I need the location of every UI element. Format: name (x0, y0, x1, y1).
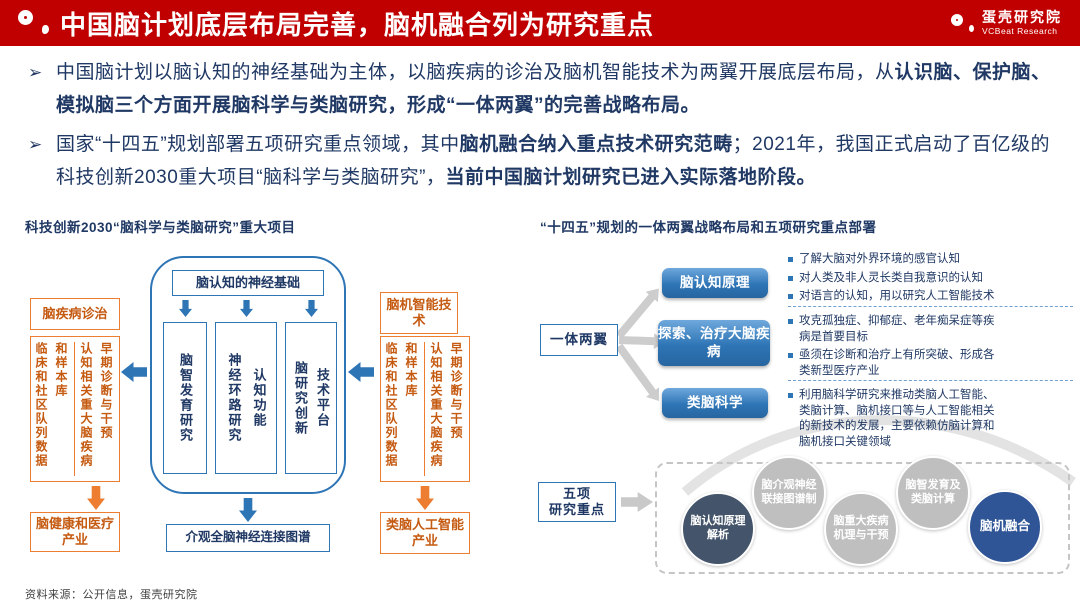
point-text: 对语言的认知，用以研究人工智能技术 (799, 290, 995, 303)
bullet-2-text: 国家“十四五”规划部署五项研究重点领域，其中脑机融合纳入重点技术研究范畴；202… (56, 128, 1054, 194)
page-title: 中国脑计划底层布局完善，脑机融合列为研究重点 (60, 9, 655, 40)
bullet-2-normal-2: ；2021年，我国正式启动了百亿级的科技创新2030重大项目“脑科学与类脑研究”… (56, 134, 1050, 188)
square-bullet-icon (788, 319, 793, 324)
brand-dot-shape (969, 24, 974, 32)
logo-ring-shape (18, 10, 33, 25)
point-item: 亟须在诊断和治疗上有所突破、形成各类新型医疗产业 (788, 348, 1075, 379)
square-bullet-icon (788, 275, 793, 281)
point-text: 对人类及非人灵长类自我意识的认知 (799, 271, 983, 284)
point-text: 了解大脑对外界环境的感官认知 (799, 253, 960, 265)
point-text: 亟须在诊断和治疗上有所突破、形成各类新型医疗产业 (799, 349, 995, 377)
bullet-2: ➢ 国家“十四五”规划部署五项研究重点领域，其中脑机融合纳入重点技术研究范畴；2… (28, 128, 1054, 194)
brain-cognition-button: 脑认知原理 (662, 268, 768, 298)
bullet-1: ➢ 中国脑计划以脑认知的神经基础为主体，以脑疾病的诊治及脑机智能技术为两翼开展底… (28, 56, 1054, 122)
left-diagram-title: 科技创新2030“脑科学与类脑研究”重大项目 (25, 220, 296, 235)
source-note: 资料来源：公开信息，蛋壳研究院 (25, 589, 198, 601)
point-item: 对语言的认知，用以研究人工智能技术 (788, 289, 1075, 305)
neural-basis-box: 脑认知的神经基础 (172, 270, 324, 296)
dashed-divider (788, 380, 1073, 381)
connector-arrow-icon (618, 336, 656, 346)
brand-text: 蛋壳研究院 VCBeat Research (982, 9, 1062, 36)
brand-block: 蛋壳研究院 VCBeat Research (950, 9, 1062, 36)
down-arrow-icon (239, 498, 257, 522)
logo-dot-shape (42, 25, 49, 34)
bullet-arrow-icon: ➢ (28, 63, 43, 82)
brand-subtitle: VCBeat Research (982, 25, 1058, 36)
right-cohort-box: 临床和社区队列数据和样本库 认知相关重大脑疾病早期诊断与干预 (380, 336, 470, 482)
innovation-platform-label: 脑研究创新技术平台 (293, 360, 330, 436)
brand-ring-shape (951, 13, 963, 26)
brain-development-box: 脑智发育研究 (163, 322, 207, 474)
point-text: 利用脑科学研究来推动类脑人工智能、类脑计算、脑机接口等与人工智能相关的新技术的发… (799, 389, 995, 448)
vcbeat-logo-icon (18, 8, 49, 38)
right-diagram-canvas: 一体两翼 脑认知原理 探索、治疗大脑疾病 类脑科学 了解大脑对外界环境的感官认知… (535, 240, 1080, 580)
five-priorities-frame (655, 462, 1070, 574)
down-arrow-icon (416, 486, 434, 510)
brain-health-industry-box: 脑健康和医疗产业 (30, 512, 120, 552)
brain-like-science-button: 类脑科学 (662, 388, 768, 418)
one-body-two-wings-box: 一体两翼 (540, 324, 618, 356)
brain-development-label: 脑智发育研究 (178, 353, 193, 443)
bullet-1-normal: 中国脑计划以脑认知的神经基础为主体，以脑疾病的诊治及脑机智能技术为两翼开展底层布… (56, 62, 895, 83)
priority-circle-disease: 脑重大疾病机理与干预 (824, 492, 898, 566)
five-priorities-box: 五项 研究重点 (538, 482, 616, 522)
brain-machine-tech-box: 脑机智能技术 (380, 292, 458, 334)
key-points: ➢ 中国脑计划以脑认知的神经基础为主体，以脑疾病的诊治及脑机智能技术为两翼开展底… (28, 56, 1054, 200)
wing-points-group-1: 了解大脑对外界环境的感官认知 对人类及非人灵长类自我意识的认知 对语言的认知，用… (788, 252, 1075, 308)
decorative-arc (681, 415, 1076, 496)
wing-points-group-3: 利用脑科学研究来推动类脑人工智能、类脑计算、脑机接口等与人工智能相关的新技术的发… (788, 388, 1075, 453)
mesoscopic-connectome-box: 介观全脑神经连接图谱 (166, 524, 330, 552)
left-arrow-icon (348, 362, 374, 382)
point-item: 利用脑科学研究来推动类脑人工智能、类脑计算、脑机接口等与人工智能相关的新技术的发… (788, 388, 1075, 450)
early-diagnosis-label: 认知相关重大脑疾病早期诊断与干预 (424, 342, 469, 476)
bullet-1-emphasis: 认识脑、保护脑、模拟脑三个方面开展脑科学与类脑研究，形成“一体两翼”的完善战略布… (56, 62, 1051, 116)
square-bullet-icon (788, 353, 793, 359)
dashed-divider (788, 306, 1073, 307)
brain-disease-treatment-box: 脑疾病诊治 (30, 298, 120, 330)
bullet-2-normal-1: 国家“十四五”规划部署五项研究重点领域，其中 (56, 134, 460, 155)
square-bullet-icon (788, 257, 793, 262)
right-diagram-title: “十四五”规划的一体两翼战略布局和五项研究重点部署 (540, 220, 877, 235)
innovation-platform-box: 脑研究创新技术平台 (285, 322, 337, 474)
priority-circle-cognition: 脑认知原理解析 (681, 492, 755, 566)
bullet-arrow-icon: ➢ (28, 135, 43, 154)
bullet-1-text: 中国脑计划以脑认知的神经基础为主体，以脑疾病的诊治及脑机智能技术为两翼开展底层布… (56, 56, 1054, 122)
brand-logo-icon (950, 11, 974, 35)
down-arrow-icon (87, 486, 105, 510)
priority-circle-connectome: 脑介观神经联接图谱制 (752, 456, 826, 530)
brand-name: 蛋壳研究院 (982, 9, 1062, 26)
brain-ai-industry-box: 类脑人工智能产业 (380, 512, 470, 554)
wing-points-group-2: 攻克孤独症、抑郁症、老年痴呆症等疾病是首要目标 亟须在诊断和治疗上有所突破、形成… (788, 314, 1075, 382)
bullet-2-emphasis-1: 脑机融合纳入重点技术研究范畴 (459, 134, 733, 155)
neural-circuit-label: 神经环路研究 (226, 353, 242, 443)
early-diagnosis-label: 认知相关重大脑疾病早期诊断与干预 (74, 342, 119, 476)
point-item: 了解大脑对外界环境的感官认知 (788, 252, 1075, 268)
left-cohort-box: 临床和社区队列数据和样本库 认知相关重大脑疾病早期诊断与干预 (30, 336, 120, 482)
cohort-data-label: 临床和社区队列数据和样本库 (34, 342, 68, 468)
point-text: 攻克孤独症、抑郁症、老年痴呆症等疾病是首要目标 (799, 315, 995, 343)
square-bullet-icon (788, 393, 793, 398)
header-bar: 中国脑计划底层布局完善，脑机融合列为研究重点 蛋壳研究院 VCBeat Rese… (0, 0, 1080, 46)
priority-circle-bmi-fusion: 脑机融合 (968, 490, 1042, 564)
cognitive-function-label: 认知功能 (251, 368, 267, 428)
left-arrow-icon (121, 362, 147, 382)
point-item: 攻克孤独症、抑郁症、老年痴呆症等疾病是首要目标 (788, 314, 1075, 345)
priority-circle-development: 脑智发育及类脑计算 (896, 456, 970, 530)
cohort-data-label: 临床和社区队列数据和样本库 (384, 342, 418, 468)
square-bullet-icon (788, 294, 793, 300)
bullet-2-emphasis-2: 当前中国脑计划研究已进入实际落地阶段。 (445, 167, 816, 188)
brain-disease-button: 探索、治疗大脑疾病 (658, 320, 770, 366)
left-diagram-canvas: 脑疾病诊治 临床和社区队列数据和样本库 认知相关重大脑疾病早期诊断与干预 脑健康… (25, 240, 525, 580)
point-item: 对人类及非人灵长类自我意识的认知 (788, 271, 1075, 287)
neural-circuit-box: 神经环路研究 认知功能 (215, 322, 277, 474)
